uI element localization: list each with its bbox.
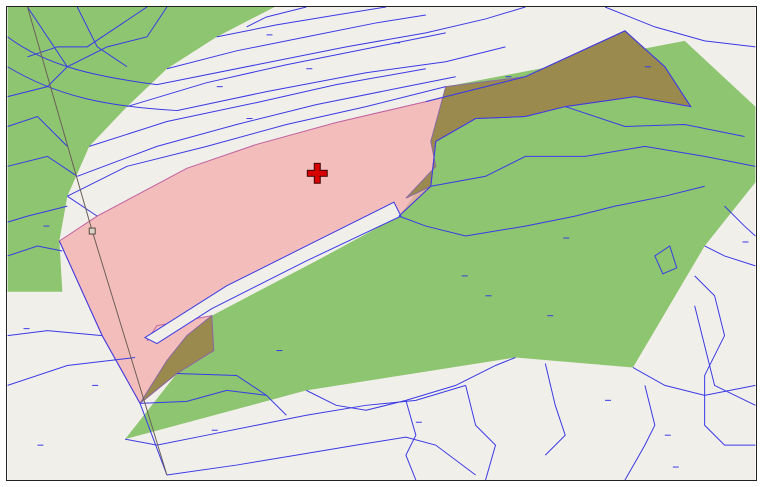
- green-zone-east: [125, 40, 756, 440]
- square-vertex-icon[interactable]: [88, 227, 96, 235]
- parcel-boundaries: [7, 7, 756, 480]
- parcel-ticks: [23, 34, 749, 468]
- green-zone-northwest: [7, 7, 275, 292]
- map-viewport[interactable]: [6, 6, 757, 481]
- road-strip: [143, 201, 402, 345]
- crosshair-plus-icon[interactable]: [306, 162, 328, 184]
- map-canvas[interactable]: [7, 7, 756, 480]
